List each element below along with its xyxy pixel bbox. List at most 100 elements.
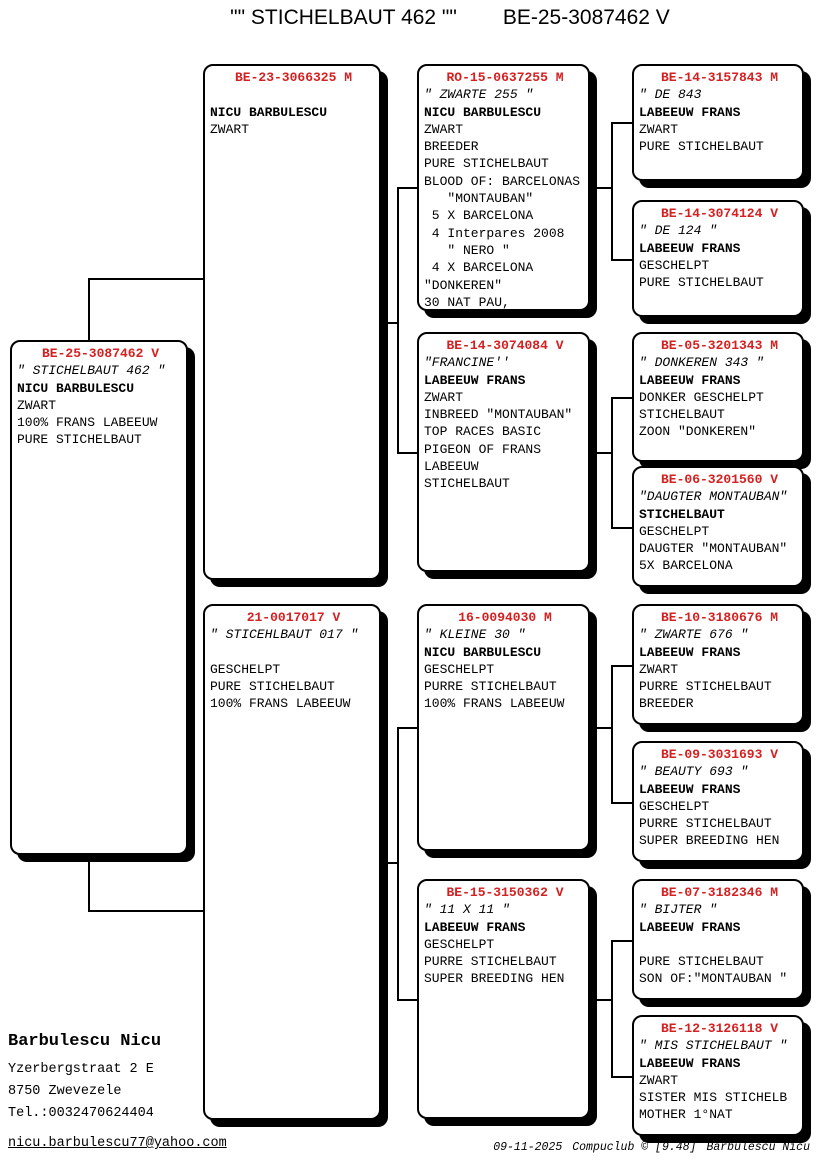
info-line: " NERO " — [424, 242, 510, 258]
info-line: PIGEON OF FRANS — [424, 441, 542, 457]
connector-line — [397, 452, 417, 454]
connector-line — [397, 727, 399, 999]
pigeon-name: " ZWARTE 676 " — [639, 627, 749, 643]
pedigree-box-great-grandparent-3: BE-05-3201343 M" DONKEREN 343 "LABEEUW F… — [632, 332, 804, 462]
owner-name: NICU BARBULESCU — [17, 380, 135, 396]
info-line: 100% FRANS LABEEUW — [210, 696, 351, 712]
info-line: ZWART — [639, 121, 679, 137]
connector-line — [88, 278, 90, 340]
contact-email-link[interactable]: nicu.barbulescu77@yahoo.com — [8, 1136, 227, 1151]
owner-name: LABEEUW FRANS — [639, 1055, 741, 1071]
pigeon-name: " DONKEREN 343 " — [639, 355, 764, 371]
pedigree-box-subject: BE-25-3087462 V" STICHELBAUT 462 "NICU B… — [10, 340, 188, 855]
contact-phone: Tel.:0032470624404 — [8, 1106, 154, 1121]
info-line: "MONTAUBAN" — [424, 191, 534, 207]
info-line: PURRE STICHELBAUT — [424, 679, 557, 695]
info-line: ZOON "DONKEREN" — [639, 424, 757, 440]
ring-number: BE-14-3157843 M — [660, 70, 779, 85]
pigeon-name: " DE 124 " — [639, 223, 718, 239]
ring-number: BE-15-3150362 V — [446, 885, 564, 900]
info-line: DAUGTER "MONTAUBAN" — [639, 541, 788, 557]
pedigree-box-great-grandparent-5: BE-10-3180676 M " ZWARTE 676 "LABEEUW FRA… — [632, 604, 804, 725]
info-line: ZWART — [639, 661, 679, 677]
info-line: 30 NAT PAU, — [424, 294, 510, 310]
ring-number: BE-07-3182346 M — [660, 885, 779, 900]
connector-line — [397, 187, 399, 452]
connector-line — [381, 322, 397, 324]
ring-number: RO-15-0637255 M — [446, 70, 564, 85]
pedigree-box-grandfather-maternal: 16-0094030 M " KLEINE 30 "NICU BARBULESCU… — [417, 604, 590, 851]
info-line: PURE STICHELBAUT — [17, 432, 142, 448]
pedigree-box-grandfather-paternal: RO-15-0637255 M" ZWARTE 255 "NICU BARBUL… — [417, 64, 590, 311]
footer-owner: Barbulescu Nicu — [706, 1141, 810, 1154]
info-line: 100% FRANS LABEEUW — [424, 696, 565, 712]
connector-line — [397, 999, 417, 1001]
info-line: ZWART — [17, 397, 57, 413]
info-line: ZWART — [639, 1072, 679, 1088]
owner-name: STICHELBAUT — [639, 506, 725, 522]
pedigree-box-great-grandparent-7: BE-07-3182346 M" BIJTER "LABEEUW FRANS P… — [632, 879, 804, 1000]
connector-line — [88, 910, 203, 912]
pigeon-name: " STICEHLBAUT 017 " — [210, 627, 359, 643]
ring-number: BE-05-3201343 M — [660, 338, 779, 353]
info-line: ZWART — [424, 389, 464, 405]
connector-line — [397, 727, 417, 729]
info-line: BREEDER — [639, 696, 694, 712]
owner-name: LABEEUW FRANS — [639, 781, 741, 797]
owner-name: NICU BARBULESCU — [424, 644, 542, 660]
contact-street: Yzerbergstraat 2 E — [8, 1062, 154, 1077]
info-line — [639, 936, 800, 953]
ring-number: 16-0094030 M — [458, 610, 552, 625]
info-line: PURE STICHELBAUT — [210, 679, 335, 695]
info-line: BLOOD OF: BARCELONAS — [424, 173, 581, 189]
connector-line — [397, 187, 417, 189]
info-line: TOP RACES BASIC — [424, 424, 542, 440]
info-line: PURRE STICHELBAUT — [639, 816, 772, 832]
pigeon-name: " DE 843 — [639, 87, 702, 103]
connector-line — [611, 122, 632, 124]
info-line: 5X BARCELONA — [639, 558, 733, 574]
pigeon-name: " KLEINE 30 " — [424, 627, 526, 643]
pigeon-name: " STICHELBAUT 462 " — [17, 363, 166, 379]
contact-name: Barbulescu Nicu — [8, 1032, 162, 1051]
owner-name: LABEEUW FRANS — [639, 104, 741, 120]
ring-number: BE-14-3074084 V — [446, 338, 564, 353]
connector-line — [590, 999, 611, 1001]
info-line: GESCHELPT — [639, 523, 710, 539]
connector-line — [611, 527, 632, 529]
page-title-ring: BE-25-3087462 V — [502, 6, 670, 29]
connector-line — [611, 1076, 632, 1078]
pigeon-name: "DAUGTER MONTAUBAN" — [639, 489, 788, 505]
info-line: ZWART — [210, 121, 250, 137]
info-line: ZWART — [424, 121, 464, 137]
info-line: PURE STICHELBAUT — [639, 954, 764, 970]
info-line: BREEDER — [424, 139, 479, 155]
contact-block: Barbulescu Nicu Yzerbergstraat 2 E 8750 … — [8, 1030, 227, 1155]
pigeon-name: " MIS STICHELBAUT " — [639, 1038, 788, 1054]
connector-line — [88, 278, 203, 280]
ring-number: BE-10-3180676 M — [660, 610, 779, 625]
info-line: SUPER BREEDING HEN — [424, 971, 565, 987]
owner-name: LABEEUW FRANS — [639, 644, 741, 660]
ring-number: BE-06-3201560 V — [660, 472, 779, 487]
connector-line — [611, 665, 613, 802]
ring-number: BE-14-3074124 V — [660, 206, 779, 221]
connector-line — [590, 727, 611, 729]
footer-date: 09-11-2025 — [493, 1141, 563, 1154]
owner-name: LABEEUW FRANS — [424, 372, 526, 388]
pigeon-name: " BEAUTY 693 " — [639, 764, 749, 780]
info-line: INBREED "MONTAUBAN" — [424, 407, 573, 423]
info-line: GESCHELPT — [639, 257, 710, 273]
connector-line — [590, 187, 611, 189]
owner-name: NICU BARBULESCU — [424, 104, 542, 120]
contact-city: 8750 Zwevezele — [8, 1084, 122, 1099]
owner-name — [210, 644, 377, 661]
connector-line — [590, 452, 611, 454]
owner-name: LABEEUW FRANS — [424, 919, 526, 935]
